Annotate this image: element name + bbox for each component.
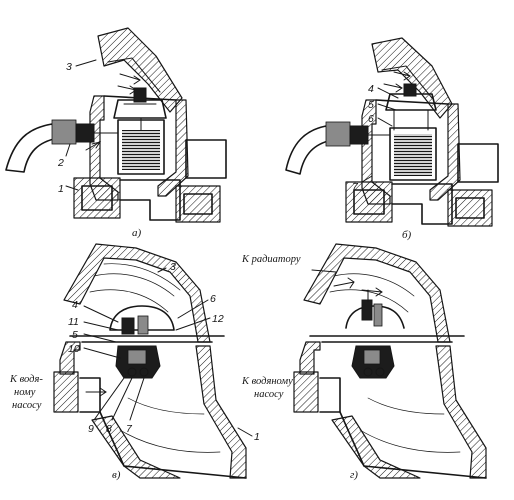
label-c-4: 4 xyxy=(72,299,78,311)
label-a-3: 3 xyxy=(66,61,72,73)
callout-labels: 3 2 1 4 5 6 7 3 4 11 5 10 9 8 7 6 12 1 xyxy=(57,61,374,443)
label-a-2: 2 xyxy=(57,157,64,169)
leader-lines xyxy=(65,59,399,437)
label-c-12: 12 xyxy=(212,313,224,325)
caption-c: в) xyxy=(112,469,121,481)
caption-b: б) xyxy=(402,229,412,241)
label-c-9: 9 xyxy=(88,423,94,435)
label-b-7: 7 xyxy=(352,181,359,193)
label-b-4: 4 xyxy=(368,83,374,95)
note-d-to-pump-line1: К водяному xyxy=(241,376,293,387)
note-d-to-pump-line2: насосу xyxy=(254,389,284,400)
label-b-5: 5 xyxy=(368,99,374,111)
label-c-3: 3 xyxy=(170,261,176,273)
label-c-7: 7 xyxy=(126,423,133,435)
panel-d-thermostat-section-open xyxy=(293,243,487,479)
label-b-6: 6 xyxy=(368,113,374,125)
panel-captions: а) б) в) г) xyxy=(112,227,412,481)
note-c-to-pump-line3: насосу xyxy=(12,400,42,411)
flow-notes: К водя- ному насосу К радиатору К водяно… xyxy=(9,254,301,411)
panel-a-thermostat-closed xyxy=(5,27,227,223)
label-c-5: 5 xyxy=(72,329,78,341)
label-c-1: 1 xyxy=(254,431,260,443)
label-c-8: 8 xyxy=(106,423,112,435)
caption-a: а) xyxy=(132,227,142,239)
label-a-1: 1 xyxy=(58,183,64,195)
note-d-to-radiator: К радиатору xyxy=(241,254,301,265)
note-c-to-pump-line2: ному xyxy=(14,387,36,398)
label-c-6: 6 xyxy=(210,293,216,305)
panel-c-thermostat-section-closed xyxy=(53,243,247,479)
panel-b-thermostat-open xyxy=(285,37,499,227)
label-c-11: 11 xyxy=(68,316,79,328)
caption-d: г) xyxy=(350,469,358,481)
note-c-to-pump-line1: К водя- xyxy=(9,374,43,385)
label-c-10: 10 xyxy=(68,343,80,355)
